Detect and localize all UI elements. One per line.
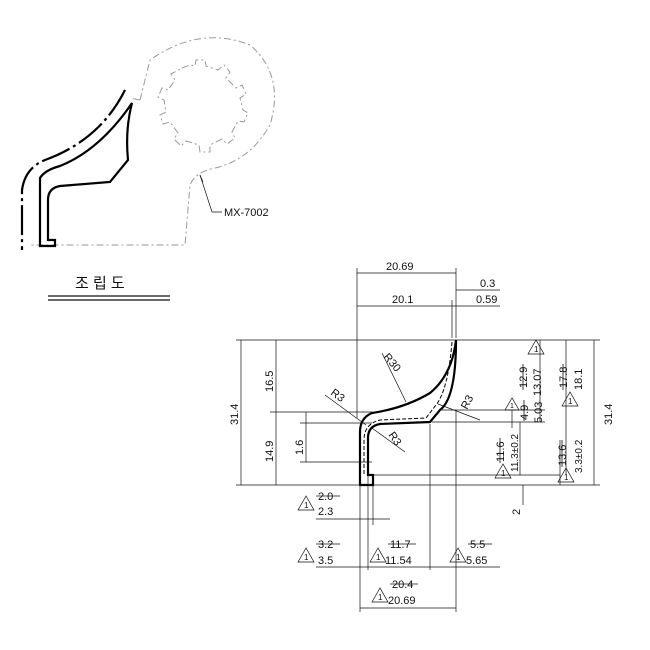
- rev-b5-new: 5.65: [466, 555, 487, 567]
- revision-symbol: 1: [456, 553, 461, 562]
- dim-left-total-height: 31.4: [229, 404, 241, 425]
- assembly-part-profile: [38, 102, 134, 248]
- revision-symbol: 1: [534, 345, 539, 354]
- rev-11-new: 11.3±0.2: [510, 433, 521, 472]
- dim-left-lower-height: 14.9: [264, 441, 276, 462]
- revision-triangle-icon: [297, 495, 315, 511]
- revision-triangle-icon: [449, 547, 467, 563]
- rev-b2-new: 2.3: [318, 506, 333, 518]
- revision-triangle-icon: [371, 587, 389, 603]
- revision-bottom-2: 1 2.0 2.3: [297, 491, 390, 520]
- dim-top-width: 20.69: [386, 261, 414, 273]
- revision-triangle-icon: [557, 467, 575, 483]
- revision-triangle-icon: [561, 391, 579, 407]
- dim-left-upper-height: 16.5: [264, 371, 276, 392]
- phantom-bracket-outline: [30, 37, 275, 246]
- radius-right-label: R3: [459, 393, 476, 411]
- radius-inner-label: R3: [386, 430, 404, 448]
- revision-18: 1 17.8 18.1: [558, 364, 585, 407]
- revision-symbol: 1: [510, 403, 514, 410]
- revision-triangle-icon: [297, 547, 315, 563]
- revision-symbol: 1: [304, 501, 309, 510]
- rev-18-old: 17.8: [558, 367, 570, 388]
- rev-b3-old: 3.2: [318, 539, 333, 551]
- revision-bottom-20: 1 20.4 20.69: [360, 579, 456, 609]
- radius-main-label: R30: [381, 351, 403, 374]
- revision-13: 1 12.9 13.07: [518, 339, 545, 396]
- dim-bottom-offset: 2: [511, 509, 523, 515]
- rev-b20-new: 20.69: [388, 595, 416, 607]
- revision-triangle-icon: [527, 339, 545, 355]
- rev-3-old: 13.6: [557, 445, 569, 466]
- rev-3-new: 3.3±0.2: [574, 439, 585, 473]
- revision-bottom-3: 1 3.2 3.5: [297, 539, 368, 568]
- revision-11: 1 11.6 11.3±0.2: [494, 433, 521, 479]
- leader-line: [371, 427, 406, 453]
- revision-triangle-icon: [369, 547, 387, 563]
- assembly-view: MX-7002 조 립 도: [20, 37, 275, 301]
- rev-18-new: 18.1: [573, 369, 585, 390]
- part-detail-view: 20.69 20.1 0.3 0.59 31.4 16.5 14.9 1.6 R…: [229, 261, 615, 612]
- part-callout-label: MX-7002: [224, 207, 269, 219]
- rev-11-old: 11.6: [495, 441, 507, 462]
- rev-13-old: 12.9: [518, 367, 530, 388]
- rev-5-new: 5.03: [533, 402, 545, 423]
- leader-arrow: [199, 174, 204, 183]
- revision-symbol: 1: [501, 469, 506, 478]
- rev-b11-new: 11.54: [385, 555, 412, 567]
- revision-symbol: 1: [304, 553, 309, 562]
- rev-13-new: 13.07: [532, 368, 544, 396]
- revision-symbol: 1: [378, 593, 383, 602]
- leader-line: [381, 352, 407, 403]
- gear-hole: [157, 59, 249, 153]
- rev-b2-old: 2.0: [318, 491, 333, 503]
- leader-line: [437, 403, 481, 421]
- dim-top-inner-width: 20.1: [392, 294, 413, 306]
- radius-left-upper-label: R3: [328, 387, 346, 405]
- revision-5: 1 4.9 5.03: [504, 397, 545, 423]
- revision-symbol: 1: [564, 473, 569, 482]
- phantom-edge: [129, 97, 141, 101]
- revision-symbol: 1: [376, 553, 381, 562]
- revision-3: 1 13.6 3.3±0.2: [557, 439, 585, 483]
- revision-triangle-icon: [504, 397, 520, 411]
- callout-leader: [199, 174, 222, 213]
- rev-b3-new: 3.5: [318, 555, 333, 567]
- part-profile-outline: [358, 339, 458, 487]
- part-profile-inner-dashed: [363, 341, 453, 474]
- revision-bottom-5: 1 5.5 5.65: [430, 539, 500, 568]
- revision-bottom-11: 1 11.7 11.54: [368, 539, 430, 568]
- assembly-outer-curve: [20, 89, 126, 250]
- dim-top-right-offset-b: 0.59: [476, 294, 497, 306]
- assembly-title: 조 립 도: [75, 275, 125, 292]
- rev-b5-old: 5.5: [470, 539, 485, 551]
- rev-b20-old: 20.4: [392, 579, 413, 591]
- dim-right-total-height: 31.4: [603, 404, 615, 425]
- rev-5-old: 4.9: [519, 405, 531, 420]
- dim-top-right-offset-a: 0.3: [480, 278, 495, 290]
- rev-b11-old: 11.7: [390, 539, 411, 551]
- revision-triangle-icon: [494, 463, 512, 479]
- leader-line: [324, 394, 367, 426]
- revision-symbol: 1: [568, 397, 573, 406]
- dim-left-small-height: 1.6: [294, 440, 306, 455]
